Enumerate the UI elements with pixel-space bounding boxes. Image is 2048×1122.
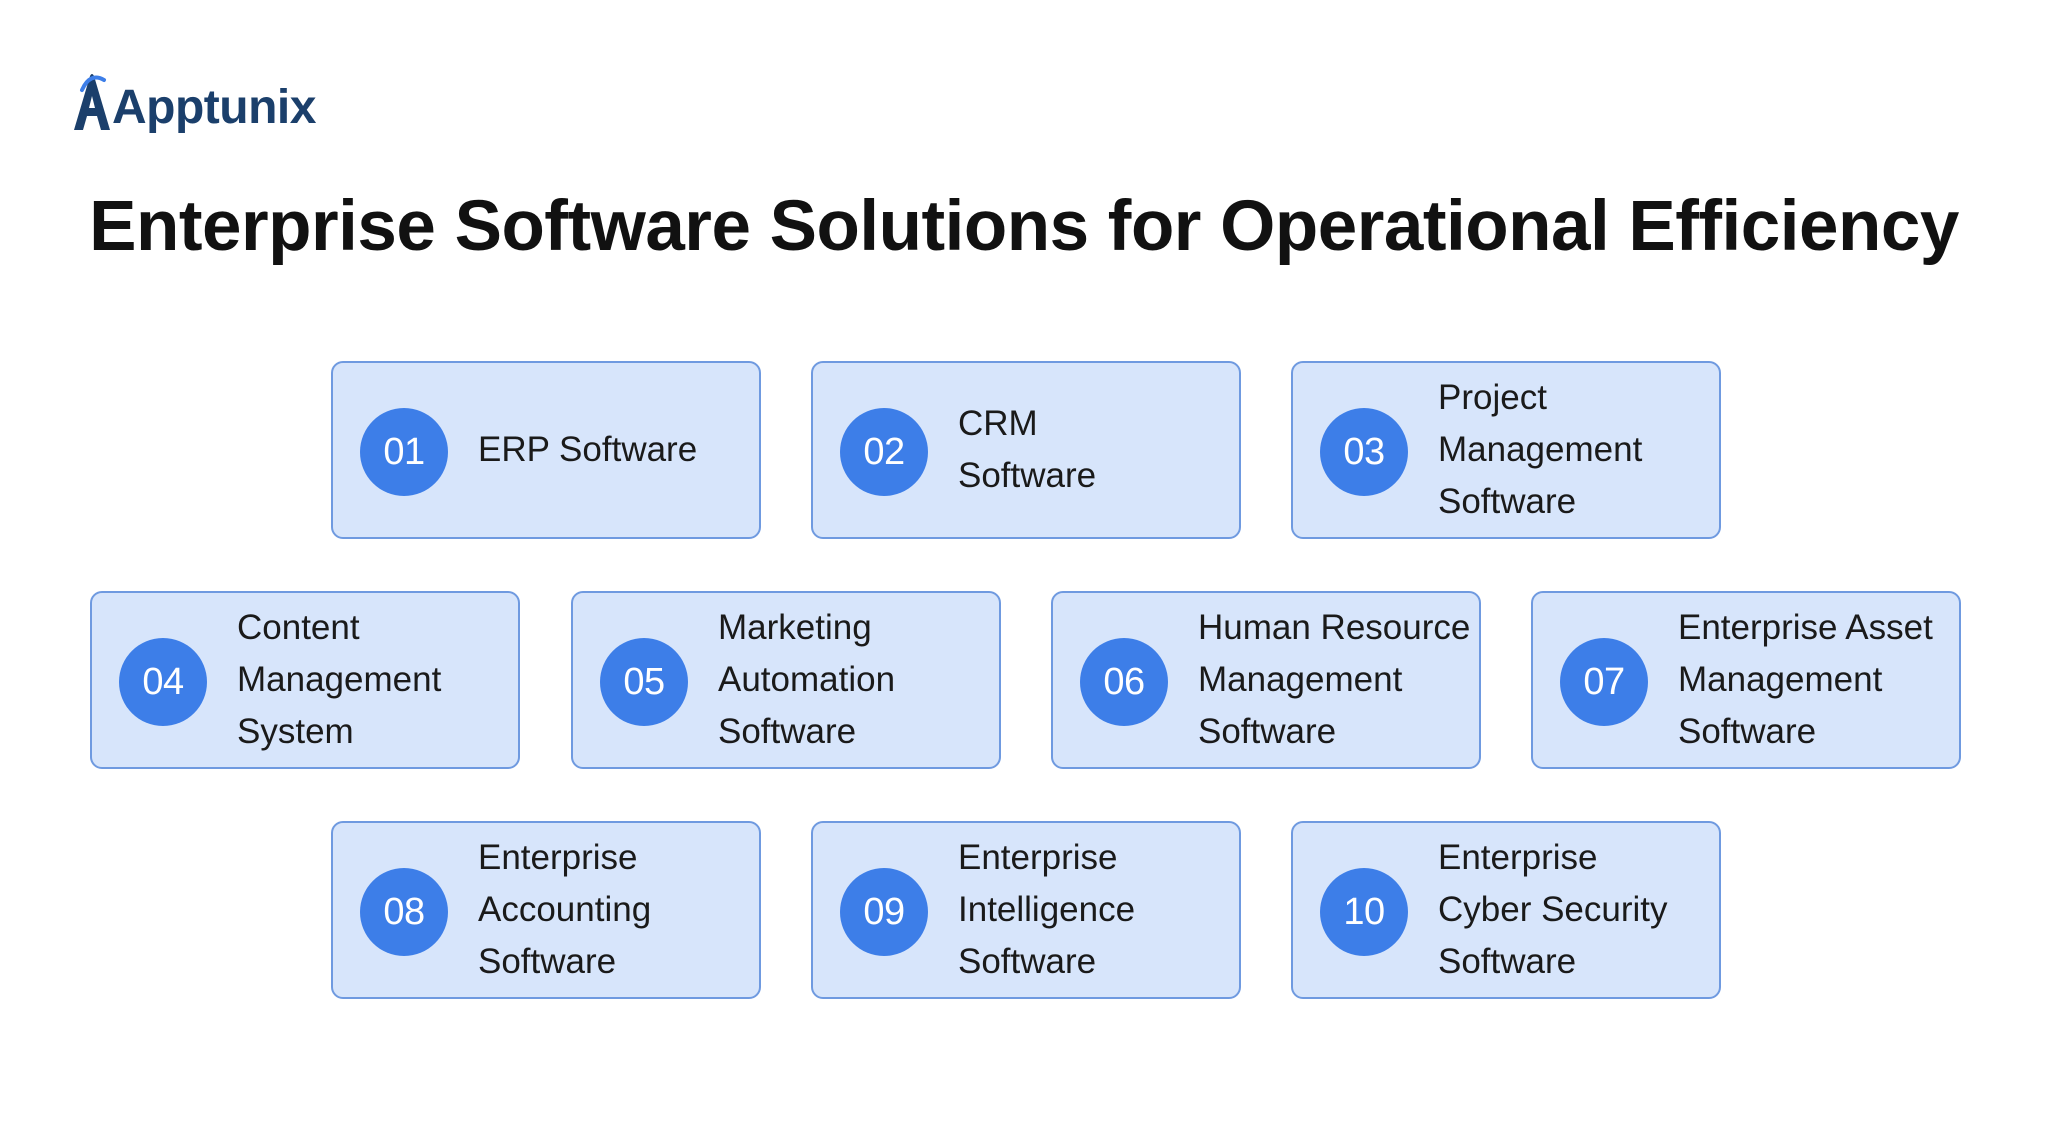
solution-card-08: 08 Enterprise Accounting Software	[331, 821, 761, 999]
logo-wordmark: Apptunix	[112, 81, 316, 134]
card-number-badge: 06	[1080, 638, 1168, 726]
solution-card-02: 02 CRM Software	[811, 361, 1241, 539]
card-number-badge: 04	[119, 638, 207, 726]
card-label: Enterprise Accounting Software	[478, 838, 652, 981]
solution-card-01: 01 ERP Software	[331, 361, 761, 539]
card-label: ERP Software	[478, 430, 698, 469]
card-label: Project Management Software	[1438, 378, 1643, 521]
solution-card-04: 04 Content Management System	[90, 591, 520, 769]
apptunix-logo: Apptunix	[72, 66, 316, 136]
card-number-badge: 05	[600, 638, 688, 726]
solution-card-06: 06 Human Resource Management Software	[1051, 591, 1481, 769]
card-number-badge: 09	[840, 868, 928, 956]
card-label: Enterprise Cyber Security Software	[1438, 838, 1668, 981]
solution-card-05: 05 Marketing Automation Software	[571, 591, 1001, 769]
card-number-badge: 07	[1560, 638, 1648, 726]
solution-card-10: 10 Enterprise Cyber Security Software	[1291, 821, 1721, 999]
card-label: Enterprise Asset Management Software	[1678, 608, 1933, 751]
solution-card-03: 03 Project Management Software	[1291, 361, 1721, 539]
solution-card-07: 07 Enterprise Asset Management Software	[1531, 591, 1961, 769]
card-label: Human Resource Management Software	[1198, 608, 1471, 751]
card-number-badge: 10	[1320, 868, 1408, 956]
card-number-badge: 08	[360, 868, 448, 956]
card-label: Content Management System	[237, 608, 442, 751]
card-number-badge: 03	[1320, 408, 1408, 496]
card-number-badge: 01	[360, 408, 448, 496]
card-number-badge: 02	[840, 408, 928, 496]
card-label: Marketing Automation Software	[718, 608, 896, 751]
solution-card-09: 09 Enterprise Intelligence Software	[811, 821, 1241, 999]
card-label: CRM Software	[958, 404, 1097, 495]
card-label: Enterprise Intelligence Software	[958, 838, 1136, 981]
apptunix-logo-a-icon	[74, 74, 110, 130]
page-title: Enterprise Software Solutions for Operat…	[89, 187, 1959, 266]
